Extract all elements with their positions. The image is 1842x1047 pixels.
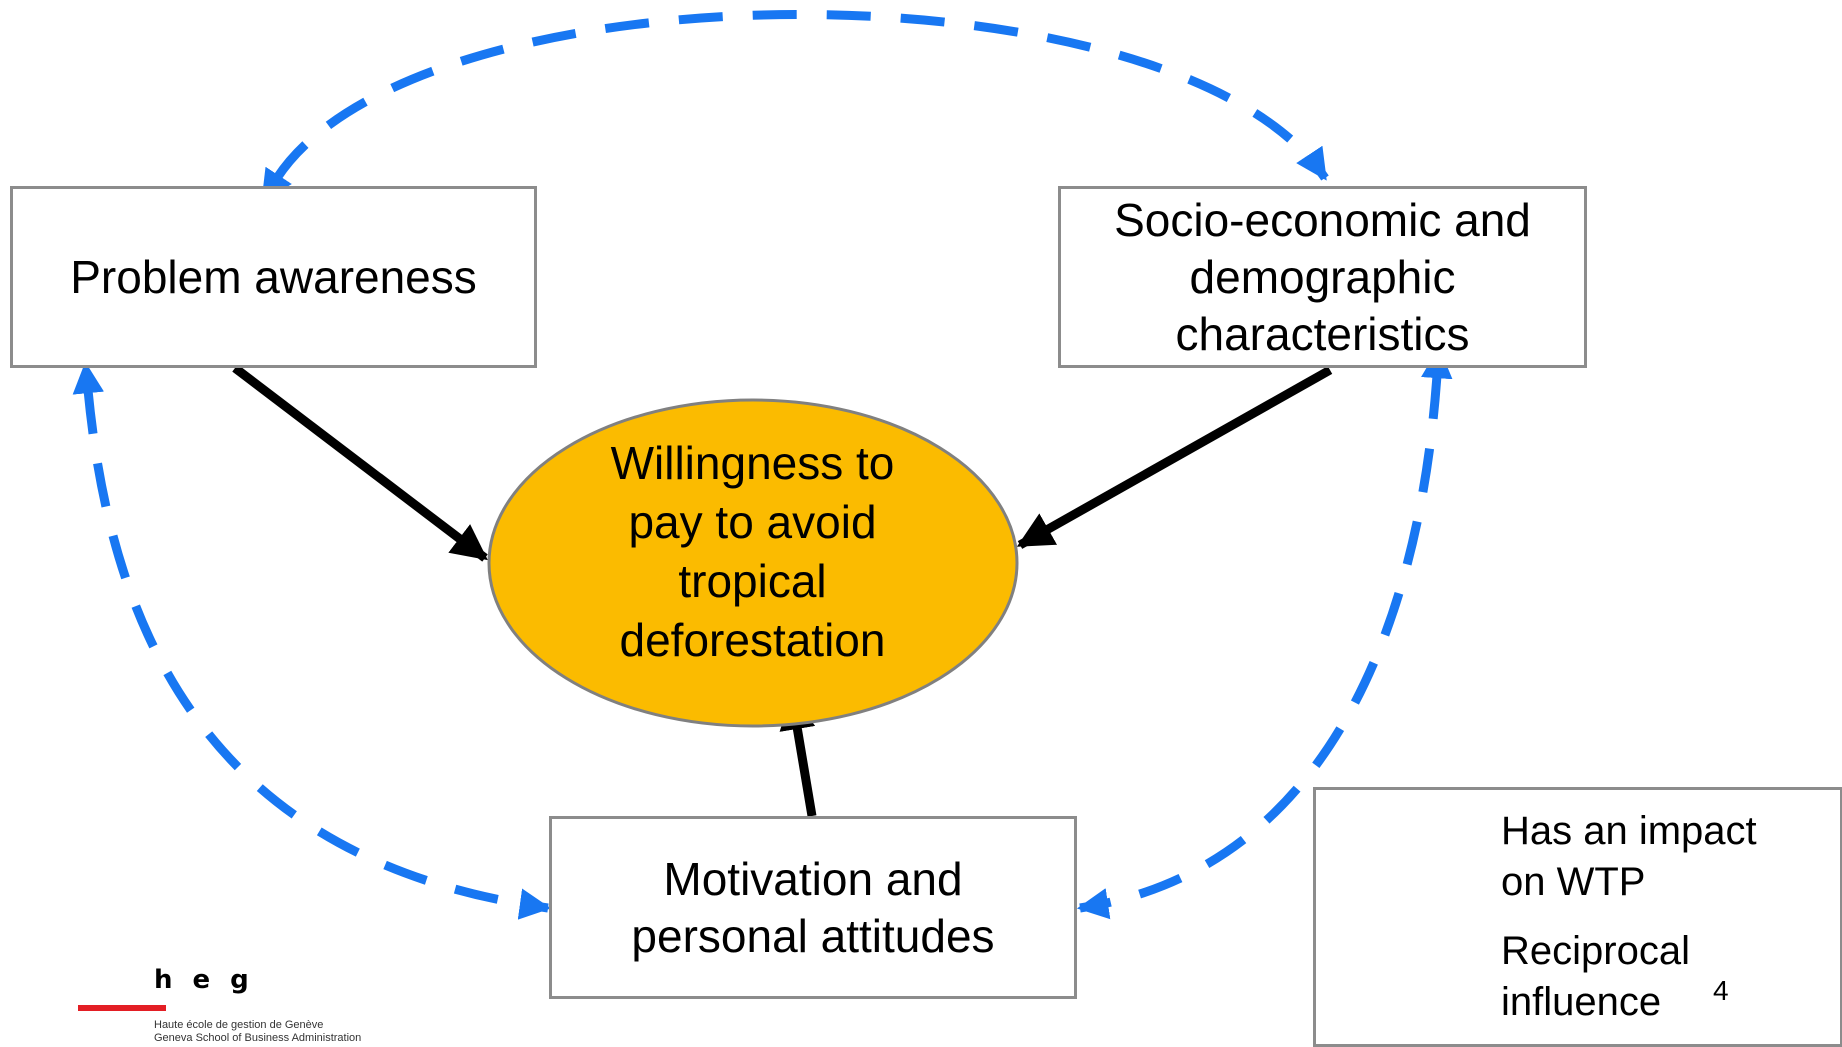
legend-reciprocal-label: Reciprocal influence (1501, 929, 1690, 1024)
willingness-ellipse (487, 398, 1019, 728)
legend-box: Has an impact on WTP Reciprocal influenc… (1313, 787, 1842, 1047)
problem-awareness-label: Problem awareness (70, 250, 477, 303)
motivation-box: Motivation and personal attitudes (549, 816, 1077, 999)
willingness-label: Willingness to pay to avoid tropical def… (610, 437, 895, 666)
impact-arrow-socio (1016, 366, 1333, 549)
heg-logo: heg Haute école de gestion de Genève Gen… (78, 965, 408, 1045)
motivation-label: Motivation and personal attitudes (631, 852, 995, 962)
logo-line-2: Geneva School of Business Administration (154, 1032, 362, 1044)
legend-impact-label: Has an impact on WTP (1501, 809, 1757, 904)
logo-red-bar (78, 1005, 166, 1011)
problem-awareness-box: Problem awareness (10, 186, 537, 368)
reciprocal-arrow-right (1076, 346, 1453, 920)
logo-line-1: Haute école de gestion de Genève (154, 1019, 324, 1031)
reciprocal-arrow-left (72, 361, 552, 920)
logo-letters: heg (154, 965, 269, 995)
page-number: 4 (1713, 975, 1729, 1006)
willingness-label-wrap: Willingness to pay to avoid tropical def… (560, 432, 945, 672)
socio-economic-label: Socio-economic and demographic character… (1114, 193, 1531, 360)
socio-economic-box: Socio-economic and demographic character… (1058, 186, 1587, 368)
reciprocal-arrow-top (261, 10, 1329, 202)
impact-arrow-awareness (232, 364, 488, 562)
